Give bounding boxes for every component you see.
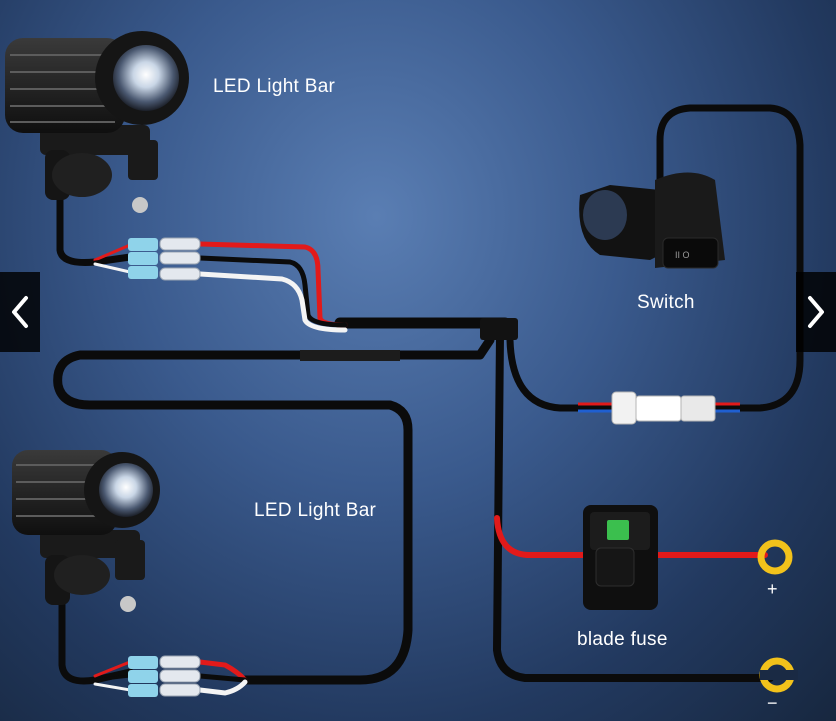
- handlebar-switch: II O: [579, 172, 725, 269]
- junction-block: [480, 318, 518, 340]
- top-connectors: [128, 237, 201, 281]
- positive-sign: +: [767, 579, 778, 599]
- bottom-led-lamp: [12, 450, 160, 612]
- harness-down: [493, 331, 774, 682]
- heat-shrink-sleeve: [300, 350, 400, 361]
- top-white-wire: [197, 271, 348, 333]
- top-lamp-wiring: [56, 196, 348, 333]
- bottom-light-bar-label: LED Light Bar: [254, 500, 377, 521]
- previous-image-button[interactable]: [0, 272, 40, 352]
- top-red-wire: [197, 241, 348, 328]
- top-light-bar-label: LED Light Bar: [213, 76, 336, 97]
- bottom-lamp-wiring: [58, 596, 248, 696]
- blade-fuse-label: blade fuse: [577, 629, 668, 650]
- bottom-black-wire: [197, 673, 248, 683]
- negative-sign: −: [767, 693, 778, 713]
- main-harness: [53, 104, 804, 685]
- switch-loop: [656, 104, 804, 412]
- harness-loop: [53, 335, 495, 685]
- red-wire-positive: [494, 515, 768, 558]
- next-image-button[interactable]: [796, 272, 836, 352]
- chevron-right-icon: [808, 296, 824, 328]
- bottom-white-wire: [197, 679, 248, 696]
- switch-plug-connector: [578, 391, 740, 425]
- blade-fuse-holder: [583, 505, 658, 610]
- switch-branch: [506, 336, 624, 412]
- switch-label: Switch: [637, 292, 695, 313]
- chevron-left-icon: [12, 296, 28, 328]
- top-black-wire: [197, 255, 348, 328]
- bottom-connectors: [128, 655, 201, 697]
- top-led-lamp: [5, 31, 189, 213]
- positive-ring-terminal: [757, 539, 793, 575]
- switch-marks: II O: [675, 250, 690, 260]
